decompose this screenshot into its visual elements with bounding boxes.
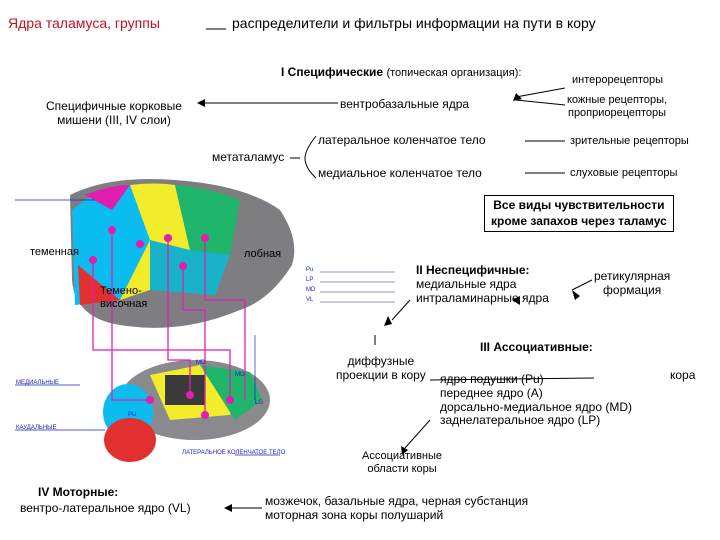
legend-lp: LP [306,277,314,283]
thalamus-green [200,365,262,420]
label-lg: LG [255,400,264,406]
lobe-temporal-line-1: Темено- [100,285,142,297]
associative-areas-line-2: области коры [367,462,437,475]
motor-nucleus: вентро-латеральное ядро (VL) [20,501,191,515]
reticular-formation: ретикулярная формация [594,269,671,298]
diffuse-line-1: диффузные [347,354,415,368]
associative-areas-line-1: Ассоциативные [362,450,443,462]
nonspecific-medial: медиальные ядра [416,276,517,291]
thalamus-projection-dots [146,391,234,419]
flow-arrows [205,28,595,509]
label-medial: МЕДИАЛЬНЫЕ [16,380,60,386]
label-caudal: КАУДАЛЬНЫЕ [16,425,57,431]
all-senses-line-2: кроме запахов через таламус [491,213,667,228]
receptor-visual: зрительные рецепторы [570,135,689,147]
lobe-temporal-line-2: височная [100,297,148,310]
targets-line-2: мишени (III, IV слои) [57,112,171,127]
label-mg: MG [235,372,245,378]
label-pu: PU [128,412,137,418]
targets-line-1: Специфичные корковые [46,99,182,113]
cortex-zone-bluegreen [150,240,230,295]
associative-heading: III Ассоциативные: [480,340,593,354]
label-lines [15,199,280,456]
motor-sources-line-1: мозжечок, базальные ядра, черная субстан… [265,494,529,508]
legend-md: MD [306,287,316,293]
lateral-geniculate-body: латеральное коленчатое тело [318,133,486,147]
cortex-zone-magenta [85,185,130,210]
specific-heading-note: (топическая организация): [386,67,522,79]
label-md: MD [196,360,206,366]
diagram-title: Ядра таламуса, группы [8,15,160,31]
nonspecific-heading: II Неспецифичные: [416,263,530,277]
diffuse-projections: диффузные проекции в кору [336,354,426,383]
motor-sources: мозжечок, базальные ядра, черная субстан… [265,494,529,523]
associative-pulvinar: ядро подушки (Pu) [440,372,544,386]
legend-vl: VL [306,297,314,303]
cortex-zone-blue [72,185,150,305]
specific-cortical-targets: Специфичные корковые мишени (III, IV сло… [46,99,182,128]
all-senses-line-1: Все виды чувствительности [493,198,665,212]
cortex-zone-red [78,265,120,305]
reticular-line-2: формация [603,282,662,297]
associative-areas: Ассоциативные области коры [362,450,442,475]
receptor-proprio: проприорецепторы [567,106,667,119]
cortex-zone-green [175,185,240,255]
reticular-line-1: ретикулярная [594,269,671,283]
label-lgb-bottom: ЛАТЕРАЛЬНОЕ КОЛЕНЧАТОЕ ТЕЛО [182,450,286,456]
associative-lp: заднелатеральное ядро (LP) [440,413,601,428]
nonspecific-block: II Неспецифичные: медиальные ядра интрал… [416,263,549,305]
metathalamus: метаталамус [212,150,285,164]
diffuse-line-2: проекции в кору [336,367,426,382]
arrow-heads [197,93,522,512]
nonspecific-intralaminar: интраламинарные ядра [416,290,549,305]
receptor-skin-proprio: кожные рецепторы, проприорецепторы [567,94,667,119]
medial-geniculate-body: медиальное коленчатое тело [318,166,482,180]
associative-cortex: кора [670,368,696,382]
receptor-auditory: слуховые рецепторы [570,167,678,179]
reticular-arrow-head [572,290,580,300]
associative-md: дорсально-медиальное ядро (MD) [440,399,633,414]
legend-lines [320,271,395,303]
associative-list: ядро подушки (Pu) переднее ядро (A) дорс… [440,372,633,428]
lobe-frontal: лобная [244,248,282,260]
specific-heading-text: I Специфические [281,65,384,79]
lobe-parietal: теменная [30,246,79,258]
pulvinar-nucleus [104,418,156,462]
thalamus-checker [165,375,205,405]
all-senses-box: Все виды чувствительности кроме запахов … [484,195,674,233]
lobe-temporal: Темено- височная [100,285,147,310]
motor-sources-line-2: моторная зона коры полушарий [265,507,444,522]
receptor-intero: интерорецепторы [572,74,664,86]
motor-heading: IV Моторные: [38,485,119,499]
associative-anterior: переднее ядро (A) [440,385,543,400]
diagram-subtitle: распределители и фильтры информации на п… [232,15,596,31]
projection-lines [92,230,246,415]
legend-pu: Pu [306,267,314,273]
ventrobasal-nuclei: вентробазальные ядра [340,97,470,111]
specific-heading: I Специфические (топическая организация)… [281,65,522,80]
receptor-skin: кожные рецепторы, [567,94,668,106]
